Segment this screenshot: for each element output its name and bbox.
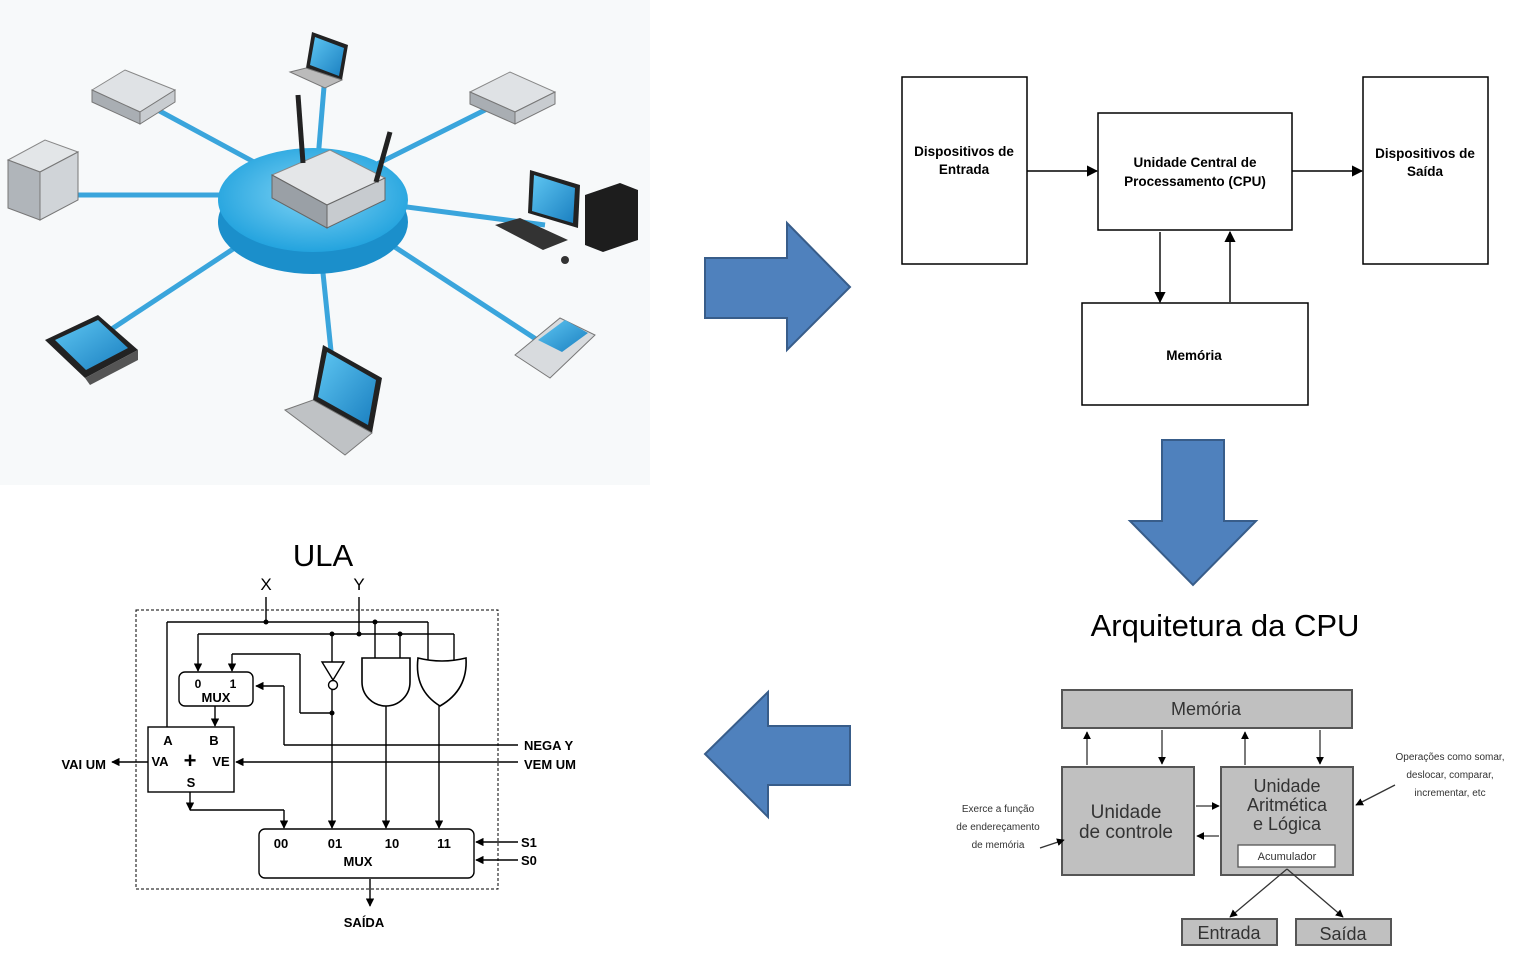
cpu-label-1: Unidade Central de bbox=[1133, 155, 1257, 170]
tablet-icon bbox=[45, 315, 138, 385]
down-arrow bbox=[1127, 439, 1259, 587]
mux-top-in0: 0 bbox=[195, 677, 202, 691]
note-right-1: Operações como somar, bbox=[1396, 752, 1505, 763]
mux-in-01: 01 bbox=[328, 836, 342, 851]
mux-in-11: 11 bbox=[437, 836, 451, 851]
server-icon bbox=[6, 139, 80, 221]
vai-um-label: VAI UM bbox=[61, 757, 106, 772]
alu-label-3: e Lógica bbox=[1253, 814, 1322, 834]
control-unit-label-2: de controle bbox=[1079, 822, 1173, 843]
arch-input-label: Entrada bbox=[1197, 923, 1261, 943]
note-right-2: deslocar, comparar, bbox=[1406, 770, 1493, 781]
note-right-3: incrementar, etc bbox=[1414, 788, 1485, 799]
input-devices-label-1: Dispositivos de bbox=[914, 144, 1014, 159]
cpu-architecture-diagram: Arquitetura da CPU Memória Unidade de co… bbox=[956, 608, 1505, 946]
adder-plus-label: + bbox=[184, 748, 197, 773]
right-arrow bbox=[704, 220, 852, 353]
input-devices-label-2: Entrada bbox=[939, 162, 990, 177]
adder-ve-label: VE bbox=[212, 754, 230, 769]
control-unit-box bbox=[1061, 766, 1195, 876]
mux-bottom-label: MUX bbox=[344, 854, 373, 869]
not-gate bbox=[320, 661, 346, 691]
adder-box bbox=[147, 726, 235, 793]
note-left-2: de endereçamento bbox=[956, 822, 1040, 833]
control-unit-label-1: Unidade bbox=[1091, 802, 1162, 823]
input-y-label: Y bbox=[353, 575, 364, 594]
desktop-icon bbox=[495, 170, 638, 264]
router-icon bbox=[270, 94, 393, 229]
accumulator-label: Acumulador bbox=[1258, 851, 1317, 863]
arch-memory-box bbox=[1061, 689, 1353, 729]
adder-a-label: A bbox=[163, 733, 173, 748]
s1-label: S1 bbox=[521, 835, 537, 850]
memory-box bbox=[1081, 302, 1309, 406]
arch-input-box bbox=[1181, 918, 1278, 946]
laptop-icon bbox=[283, 345, 382, 456]
and-gate bbox=[361, 657, 411, 707]
phone-icon bbox=[514, 317, 596, 379]
mux-in-10: 10 bbox=[385, 836, 399, 851]
cpu-label-2: Processamento (CPU) bbox=[1124, 174, 1266, 189]
accumulator-box bbox=[1237, 844, 1336, 868]
mux-top-label: MUX bbox=[202, 690, 231, 705]
or-gate bbox=[416, 656, 467, 707]
vem-um-label: VEM UM bbox=[524, 757, 576, 772]
output-devices-label-2: Saída bbox=[1407, 164, 1444, 179]
alu-label-2: Aritmética bbox=[1247, 795, 1328, 815]
arch-memory-label: Memória bbox=[1171, 699, 1242, 719]
alu-label-1: Unidade bbox=[1253, 776, 1320, 796]
ula-circuit-diagram: ULA X Y bbox=[61, 538, 576, 930]
arch-output-label: Saída bbox=[1319, 924, 1367, 944]
ula-boundary bbox=[135, 609, 499, 890]
ula-wires bbox=[111, 597, 518, 907]
arch-output-box bbox=[1295, 918, 1392, 946]
adder-va-label: VA bbox=[151, 754, 169, 769]
mux-in-00: 00 bbox=[274, 836, 288, 851]
network-illustration bbox=[0, 0, 650, 485]
adder-b-label: B bbox=[209, 733, 218, 748]
cpu-arch-title: Arquitetura da CPU bbox=[1091, 608, 1360, 643]
laptop-icon bbox=[288, 32, 348, 89]
adder-s-label: S bbox=[187, 775, 196, 790]
mux-top-in1: 1 bbox=[230, 677, 237, 691]
mux-top-box bbox=[178, 671, 254, 707]
ula-title: ULA bbox=[293, 538, 354, 573]
saida-label: SAÍDA bbox=[344, 915, 385, 930]
note-left-1: Exerce a função bbox=[962, 804, 1035, 815]
input-devices-box bbox=[901, 76, 1028, 265]
memory-label: Memória bbox=[1166, 348, 1222, 363]
cpu-box bbox=[1097, 112, 1293, 231]
server-icon bbox=[468, 71, 557, 125]
input-x-label: X bbox=[260, 575, 271, 594]
computer-block-diagram: Dispositivos de Entrada Unidade Central … bbox=[901, 76, 1489, 406]
output-devices-label-1: Dispositivos de bbox=[1375, 146, 1475, 161]
left-arrow bbox=[703, 689, 851, 820]
output-devices-box bbox=[1362, 76, 1489, 265]
server-icon bbox=[90, 69, 177, 125]
nega-y-label: NEGA Y bbox=[524, 738, 573, 753]
note-left-3: de memória bbox=[972, 840, 1025, 851]
s0-label: S0 bbox=[521, 853, 537, 868]
mux-bottom-box bbox=[258, 828, 475, 879]
